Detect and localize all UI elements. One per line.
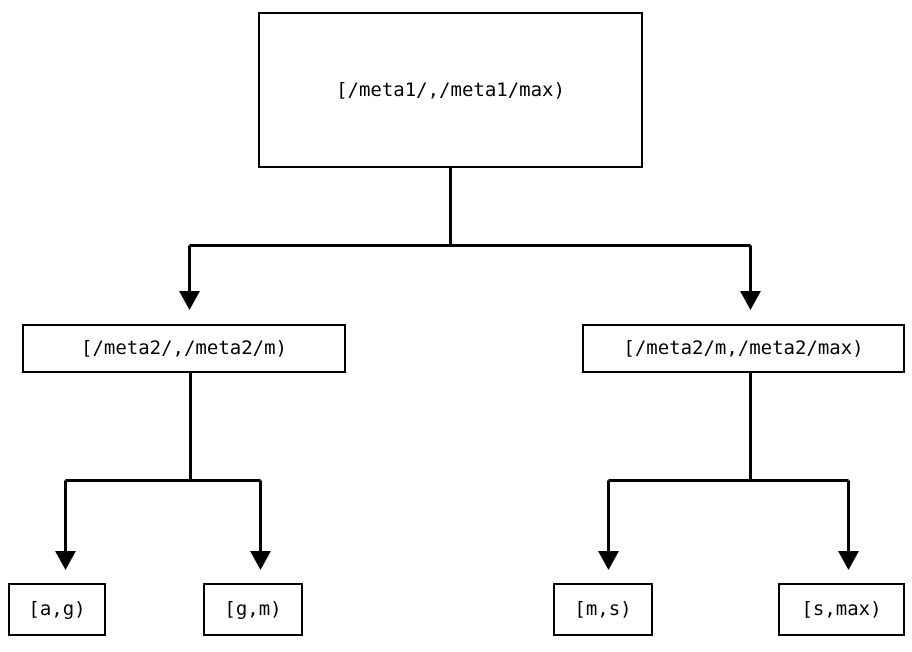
tree-node-leaf-ag-label: [a,g) xyxy=(28,598,86,620)
arrowhead-icon-to-meta2high xyxy=(740,291,761,310)
tree-node-leaf-smax[interactable]: [s,max) xyxy=(778,583,905,636)
tree-node-leaf-ms[interactable]: [m,s) xyxy=(553,583,653,636)
tree-node-root[interactable]: [/meta1/,/meta1/max) xyxy=(258,12,643,168)
tree-node-meta2-high[interactable]: [/meta2/m,/meta2/max) xyxy=(582,324,905,373)
tree-node-leaf-ms-label: [m,s) xyxy=(574,598,632,620)
tree-node-leaf-gm-label: [g,m) xyxy=(224,598,282,620)
arrowhead-icon-to-leaf-ag xyxy=(55,551,76,570)
tree-node-leaf-gm[interactable]: [g,m) xyxy=(203,583,303,636)
tree-node-leaf-smax-label: [s,max) xyxy=(801,598,882,620)
arrowhead-icon-to-leaf-smax xyxy=(838,551,859,570)
arrowhead-icon-to-leaf-gm xyxy=(250,551,271,570)
arrowhead-icon-to-meta2low xyxy=(179,291,200,310)
tree-node-meta2-low-label: [/meta2/,/meta2/m) xyxy=(81,337,287,359)
tree-node-meta2-low[interactable]: [/meta2/,/meta2/m) xyxy=(22,324,346,373)
tree-node-meta2-high-label: [/meta2/m,/meta2/max) xyxy=(623,337,864,359)
tree-node-root-label: [/meta1/,/meta1/max) xyxy=(336,78,565,101)
arrowhead-icon-to-leaf-ms xyxy=(598,551,619,570)
tree-node-leaf-ag[interactable]: [a,g) xyxy=(8,583,106,636)
